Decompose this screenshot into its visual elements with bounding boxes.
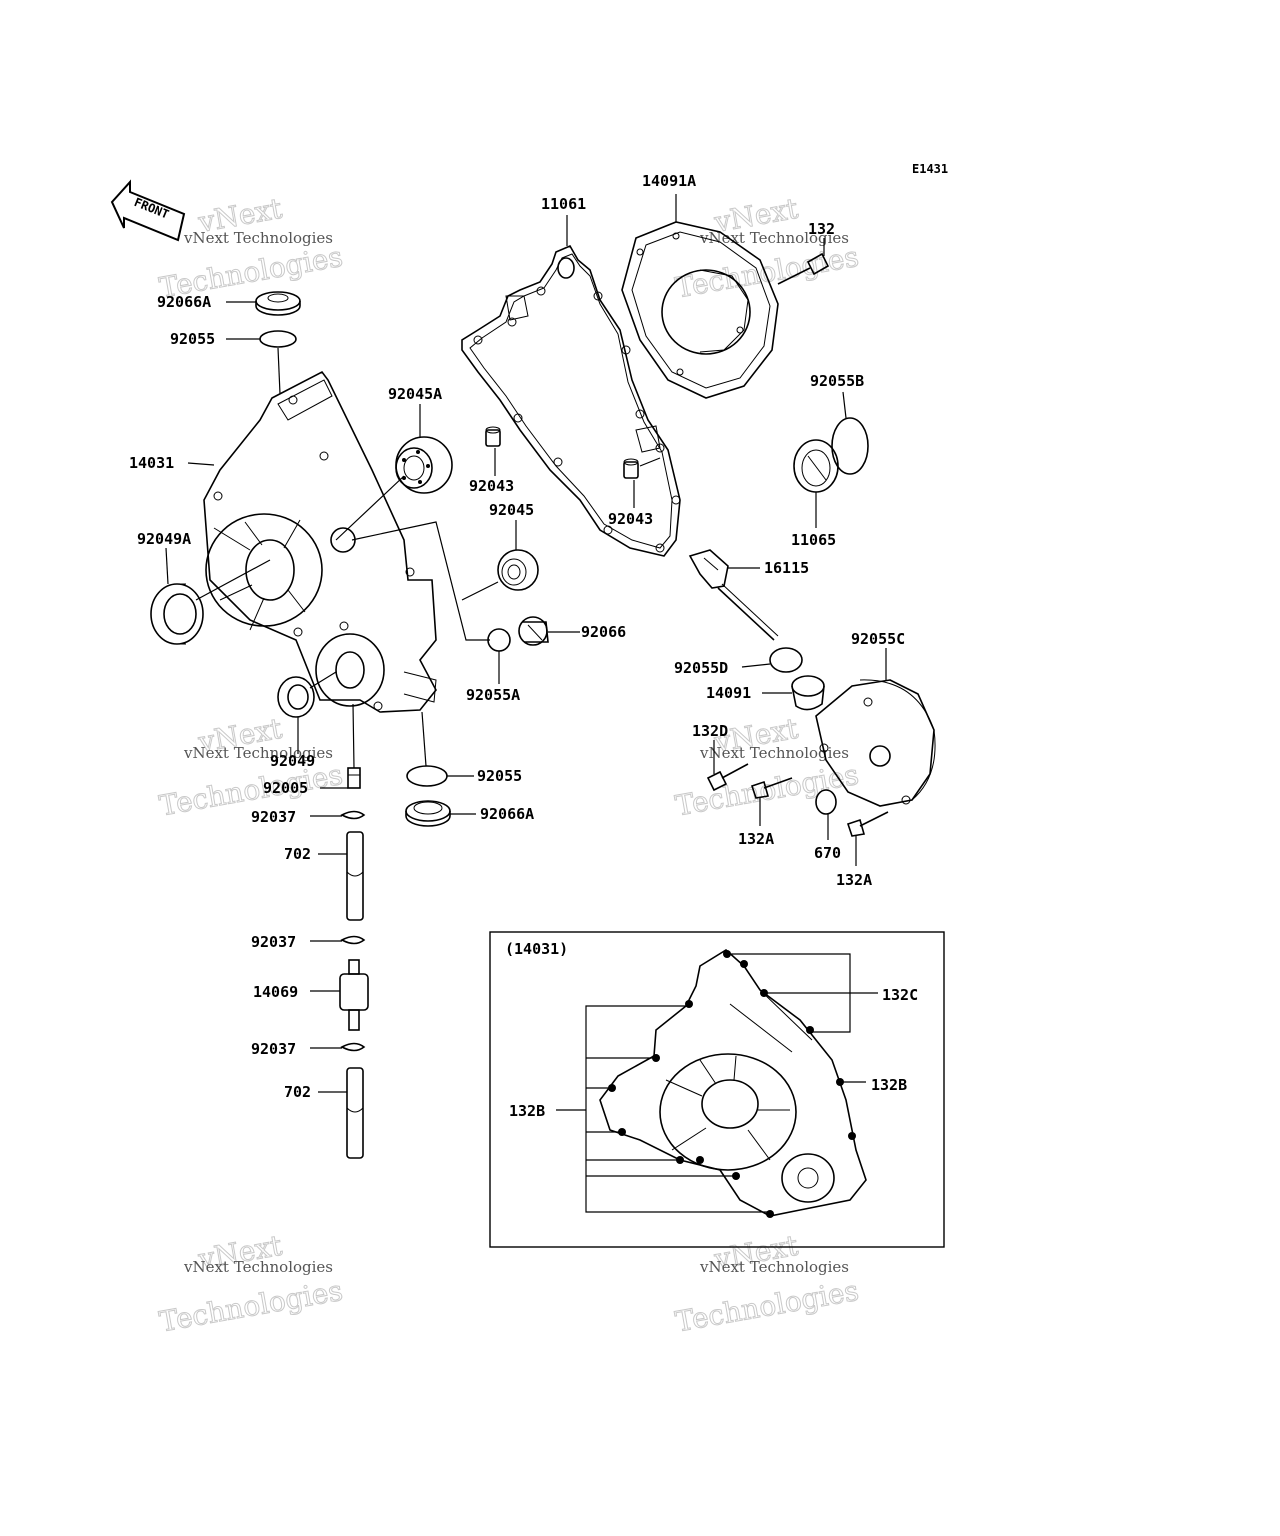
inset-panel: (14031): [489, 931, 945, 1248]
label-92037-2: 92037: [251, 933, 296, 951]
svg-text:Technologies: Technologies: [673, 1274, 861, 1339]
label-92055-top: 92055: [170, 330, 215, 348]
cap-11065: [793, 439, 839, 493]
label-92055b: 92055B: [810, 372, 864, 390]
svg-text:vNext Technologies: vNext Technologies: [183, 744, 333, 762]
clamp-92037-3: [340, 1042, 366, 1052]
dowel-92043-right: [623, 458, 639, 479]
watermark-5: vNext Technologies vNext Technologies: [156, 1228, 345, 1339]
seal-92049: [277, 676, 315, 718]
label-92066: 92066: [581, 623, 626, 641]
label-16115: 16115: [764, 559, 809, 577]
label-14091a: 14091A: [642, 172, 696, 190]
watermark-1: vNext Technologies vNext Technologies: [156, 191, 345, 305]
bolt-132: [777, 252, 830, 285]
label-92037-1: 92037: [251, 808, 296, 826]
plug-92066a-bottom: [405, 800, 451, 827]
label-92049: 92049: [270, 752, 315, 770]
oring-92055a: [487, 628, 511, 652]
oring-92055b: [831, 417, 869, 475]
cover-92055c: [815, 679, 936, 807]
diagram-code: E1431: [912, 162, 948, 176]
oring-92055-bottom: [406, 765, 448, 787]
neck-14091: [791, 675, 825, 711]
front-arrow-icon: FRONT: [110, 179, 186, 242]
bearing-92045: [497, 549, 539, 591]
bolt-132d: [706, 763, 749, 792]
bearing-92045a: [395, 436, 453, 494]
watermark-6: vNext Technologies vNext Technologies: [672, 1228, 861, 1339]
label-92045: 92045: [489, 501, 534, 519]
label-92037-3: 92037: [251, 1040, 296, 1058]
label-132b-right: 132B: [871, 1076, 907, 1094]
clamp-92037-1: [340, 810, 366, 820]
svg-text:Technologies: Technologies: [157, 1274, 345, 1339]
label-11061: 11061: [541, 195, 586, 213]
svg-text:vNext Technologies: vNext Technologies: [699, 744, 849, 762]
plug-92066a-top: [255, 291, 301, 316]
seal-92049a: [150, 583, 204, 645]
plug-92066: [518, 616, 549, 646]
label-670: 670: [814, 844, 841, 862]
label-92066a-bottom: 92066A: [480, 805, 534, 823]
bolt-132a-right: [846, 811, 889, 837]
hose-702-2: [346, 1067, 364, 1159]
label-92066a-top: 92066A: [157, 293, 211, 311]
hose-702-1: [346, 831, 364, 921]
label-702-2: 702: [284, 1083, 311, 1101]
label-132a-left: 132A: [738, 830, 774, 848]
label-92045a: 92045A: [388, 385, 442, 403]
label-14031: 14031: [129, 454, 174, 472]
label-92055-bottom: 92055: [477, 767, 522, 785]
inset-cover: [599, 949, 867, 1217]
label-14069: 14069: [253, 983, 298, 1001]
label-702-1: 702: [284, 845, 311, 863]
label-132d: 132D: [692, 722, 728, 740]
gasket-11061: [461, 244, 681, 557]
inset-title: (14031): [505, 940, 568, 958]
bolt-132a-left: [750, 777, 793, 799]
svg-text:vNext Technologies: vNext Technologies: [699, 1258, 849, 1276]
label-92043-left: 92043: [469, 477, 514, 495]
oring-670: [815, 789, 837, 815]
label-14091: 14091: [706, 684, 751, 702]
label-11065: 11065: [791, 531, 836, 549]
plate-14091a: [621, 221, 779, 399]
oring-92055-top: [259, 330, 297, 348]
label-92005: 92005: [263, 779, 308, 797]
watermark-2: vNext Technologies vNext Technologies: [672, 191, 861, 305]
label-92055a: 92055A: [466, 686, 520, 704]
label-132c: 132C: [882, 986, 918, 1004]
fitting-92005: [347, 767, 361, 789]
svg-text:vNext Technologies: vNext Technologies: [183, 229, 333, 247]
label-92043-right: 92043: [608, 510, 653, 528]
svg-text:vNext Technologies: vNext Technologies: [699, 229, 849, 247]
label-132: 132: [808, 220, 835, 238]
label-132b-left: 132B: [509, 1102, 545, 1120]
svg-text:vNext Technologies: vNext Technologies: [183, 1258, 333, 1276]
svg-text:Technologies: Technologies: [673, 240, 861, 305]
filter-14069: [339, 959, 369, 1031]
clamp-92037-2: [340, 935, 366, 945]
label-92049a: 92049A: [137, 530, 191, 548]
oring-92055d: [769, 647, 803, 673]
watermark-3: vNext Technologies vNext Technologies: [156, 711, 345, 823]
label-92055d: 92055D: [674, 659, 728, 677]
label-132a-right: 132A: [836, 871, 872, 889]
label-92055c: 92055C: [851, 630, 905, 648]
dipstick-16115: [688, 549, 779, 641]
dowel-92043-left: [485, 426, 501, 447]
cover-14031: [203, 370, 437, 713]
